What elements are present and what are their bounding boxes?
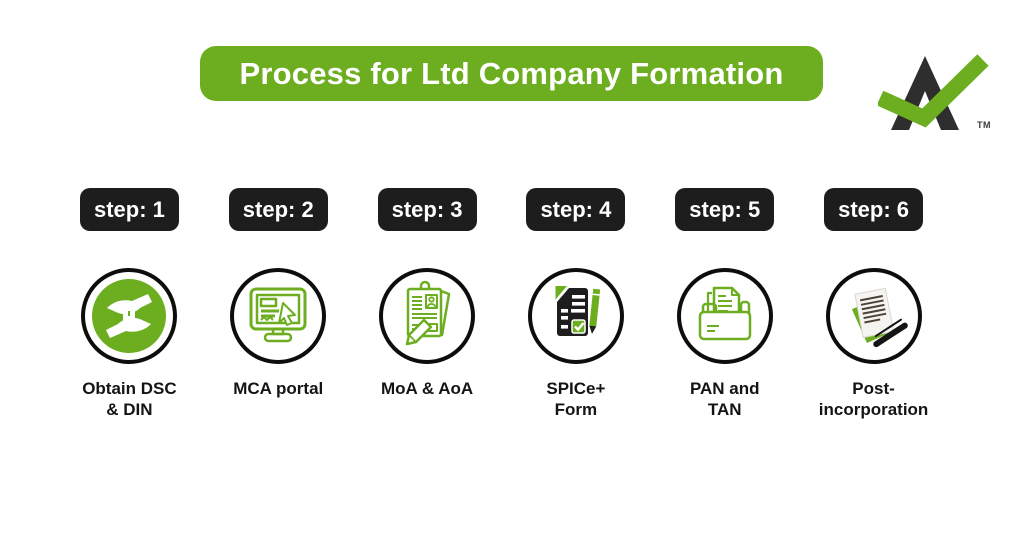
step-label-line1: SPICe+ bbox=[546, 379, 606, 398]
step-column: step: 5 PAN and TAN bbox=[650, 188, 799, 420]
step-label: MoA & AoA bbox=[381, 378, 473, 399]
folder-document-icon bbox=[698, 286, 751, 341]
title-banner: Process for Ltd Company Formation bbox=[200, 46, 823, 101]
trademark-symbol: TM bbox=[977, 120, 991, 130]
step-badge: step: 6 bbox=[824, 188, 924, 231]
papers-pen-icon bbox=[851, 287, 908, 348]
step-label-line2: TAN bbox=[707, 400, 742, 419]
step-label-line2: Form bbox=[554, 400, 598, 419]
step-label: MCA portal bbox=[233, 378, 323, 399]
step-column: step: 3 MoA & AoA bbox=[353, 188, 502, 420]
form-photo-pencil-icon bbox=[405, 280, 451, 346]
step-column: step: 2 MCA portal bbox=[204, 188, 353, 420]
step-icon-circle bbox=[379, 268, 476, 364]
monitor-cursor-icon bbox=[249, 287, 307, 343]
step-icon-circle bbox=[81, 268, 178, 364]
step-label-line1: PAN and bbox=[689, 379, 760, 398]
step-label-line1: MoA & AoA bbox=[380, 379, 474, 398]
step-badge: step: 5 bbox=[675, 188, 775, 231]
step-label-line1: Obtain DSC bbox=[82, 379, 177, 398]
step-badge: step: 3 bbox=[377, 188, 477, 231]
step-label: Obtain DSC & DIN bbox=[82, 378, 176, 420]
a-checkmark-logo-icon bbox=[878, 54, 989, 130]
step-badge: step: 1 bbox=[79, 188, 179, 231]
step-column: step: 4 bbox=[501, 188, 650, 420]
step-badge: step: 4 bbox=[526, 188, 626, 231]
step-label-line1: Post- bbox=[852, 379, 895, 398]
step-label: Post- incorporation bbox=[819, 378, 929, 420]
step-label-line2: incorporation bbox=[818, 400, 929, 419]
step-icon-circle bbox=[527, 268, 624, 364]
steps-row: step: 1 Obtain DSC & DIN step: 2 bbox=[55, 188, 948, 420]
page-title: Process for Ltd Company Formation bbox=[239, 55, 784, 91]
step-column: step: 1 Obtain DSC & DIN bbox=[55, 188, 204, 420]
hands-exchange-icon bbox=[92, 279, 167, 353]
step-label-line1: MCA portal bbox=[233, 379, 324, 398]
step-icon-circle bbox=[825, 268, 922, 364]
step-label-line2: & DIN bbox=[106, 400, 153, 419]
brand-logo: TM bbox=[878, 54, 991, 132]
step-icon-circle bbox=[676, 268, 773, 364]
step-label: SPICe+ Form bbox=[546, 378, 605, 420]
step-badge: step: 2 bbox=[228, 188, 328, 231]
step-label: PAN and TAN bbox=[690, 378, 760, 420]
step-column: step: 6 Post- bbox=[799, 188, 948, 420]
step-icon-circle bbox=[230, 268, 327, 364]
checklist-pencil-icon bbox=[555, 286, 601, 336]
